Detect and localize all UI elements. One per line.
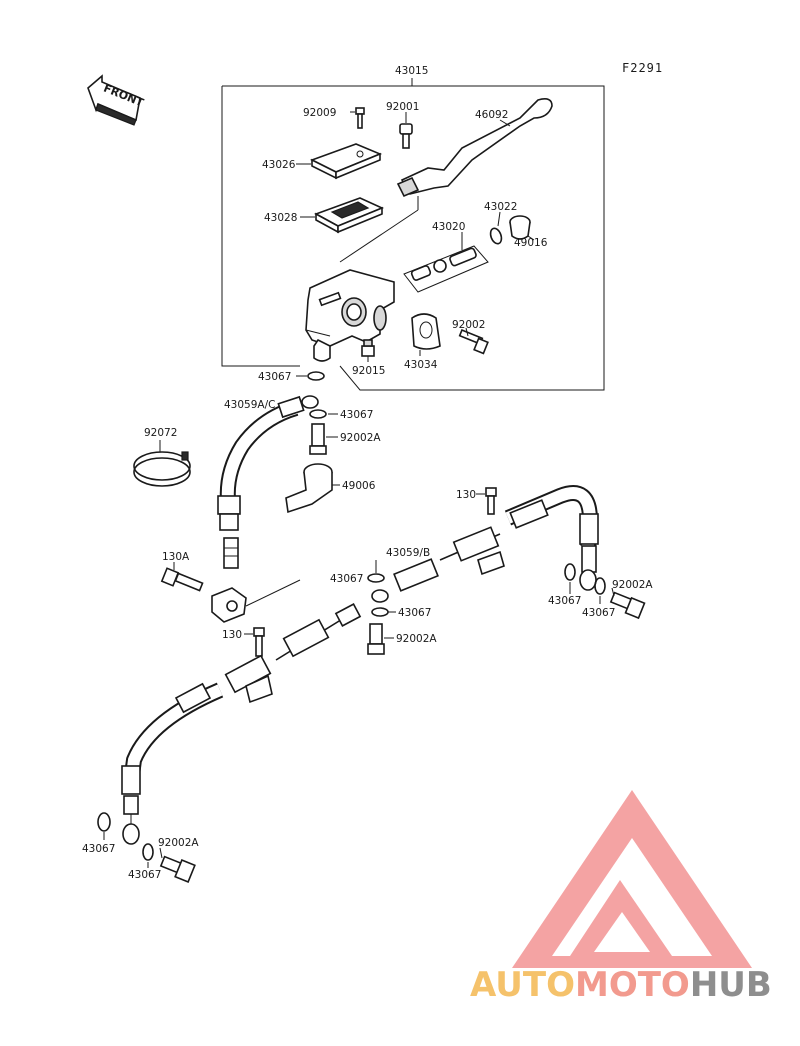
label-49006: 49006: [342, 480, 376, 492]
label-130-b: 130: [222, 629, 242, 641]
washer-43067-c: [367, 560, 385, 583]
label-92002a-b: 92002A: [396, 633, 437, 645]
brake-hose-right: [504, 485, 599, 591]
label-92072: 92072: [144, 427, 177, 439]
clamp-band-92072: [133, 440, 191, 487]
diaphragm-43028: [300, 197, 385, 234]
label-43067-a: 43067: [258, 371, 291, 383]
junction-block: [211, 579, 301, 623]
pin-92001: [399, 112, 413, 149]
label-43067-d: 43067: [398, 607, 431, 619]
brake-hose-43059a-c: [217, 395, 319, 569]
master-cylinder-body: [305, 269, 395, 362]
label-46092: 46092: [475, 109, 508, 121]
label-43067-g: 43067: [82, 843, 115, 855]
label-43015: 43015: [395, 65, 428, 77]
label-92002a-c: 92002A: [612, 579, 653, 591]
washer-43067-h: [142, 843, 154, 868]
brake-lever-46092: [396, 98, 553, 198]
label-92009: 92009: [303, 107, 336, 119]
label-43022: 43022: [484, 201, 517, 213]
label-92002a-d: 92002A: [158, 837, 199, 849]
boot-49006: [285, 463, 340, 514]
label-92001: 92001: [386, 101, 419, 113]
label-43059b: 43059/B: [386, 547, 430, 559]
plug-92015: [361, 339, 375, 362]
bolt-92002a-right: [609, 587, 646, 620]
label-43067-f: 43067: [582, 607, 615, 619]
label-43067-h: 43067: [128, 869, 161, 881]
automotohub-logo: [512, 790, 752, 968]
label-92015: 92015: [352, 365, 385, 377]
label-92002a-a: 92002A: [340, 432, 381, 444]
label-130a: 130A: [162, 551, 190, 563]
figure-code: F2291: [622, 61, 663, 75]
label-43034: 43034: [404, 359, 438, 371]
bolt-92002: [458, 327, 489, 355]
label-43026: 43026: [262, 159, 296, 171]
bolt-92002a-lower: [159, 847, 196, 884]
label-49016: 49016: [514, 237, 548, 249]
watermark-auto: AUTO: [470, 965, 575, 1005]
piston-kit-43020: [403, 232, 489, 293]
bolt-130-lower: [244, 627, 265, 657]
label-92002: 92002: [452, 319, 485, 331]
bolt-130a: [160, 562, 204, 592]
washer-43067-b: [309, 409, 338, 419]
screw-92009: [350, 107, 365, 129]
master-cylinder-assembly-outline: [221, 78, 605, 391]
washer-43067-g: [97, 812, 111, 840]
label-43067-b: 43067: [340, 409, 373, 421]
bolt-130-upper: [476, 487, 497, 515]
circlip-43022: [489, 211, 503, 245]
label-43067-e: 43067: [548, 595, 581, 607]
brake-pipe-lower: [224, 603, 362, 704]
washer-43067-d: [371, 607, 396, 617]
label-43059a-c: 43059A/C: [224, 399, 275, 411]
watermark-text: AUTOMOTOHUB: [470, 965, 772, 1005]
washer-43067-top: [296, 371, 325, 381]
bolt-92002a-top: [309, 423, 338, 455]
front-arrow-icon: FRONT: [87, 74, 146, 126]
clamp-43034: [411, 313, 441, 356]
label-43020: 43020: [432, 221, 465, 233]
brake-hose-lower: [121, 682, 224, 845]
watermark-moto: MOTO: [575, 965, 690, 1005]
washer-43067-f: [594, 577, 606, 604]
label-43028: 43028: [264, 212, 297, 224]
watermark-hub: HUB: [690, 965, 772, 1005]
brake-pipe-43059b: [371, 526, 505, 603]
bolt-92002a-center: [367, 623, 394, 655]
reservoir-cap-43026: [296, 143, 383, 180]
washer-43067-e: [564, 563, 576, 594]
label-130-a: 130: [456, 489, 476, 501]
boot-49016: [509, 215, 535, 241]
label-43067-c: 43067: [330, 573, 363, 585]
